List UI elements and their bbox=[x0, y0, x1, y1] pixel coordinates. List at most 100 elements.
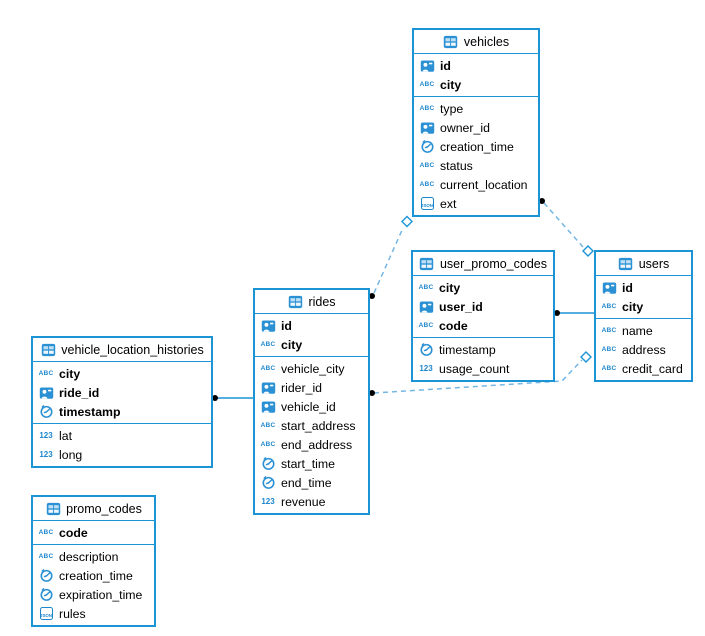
column-upc-timestamp[interactable]: timestamp bbox=[413, 340, 553, 359]
column-users-id[interactable]: id bbox=[596, 278, 691, 297]
table-vehicles-header[interactable]: vehicles bbox=[414, 30, 538, 54]
column-rides-city[interactable]: ABC city bbox=[255, 335, 368, 354]
column-vehicles-city[interactable]: ABC city bbox=[414, 75, 538, 94]
relationship-vehicle-location-histories-rides[interactable] bbox=[212, 395, 253, 401]
person-id-icon bbox=[260, 380, 276, 395]
json-type-icon: JSON bbox=[39, 607, 53, 620]
column-pc-creation-time[interactable]: creation_time bbox=[33, 566, 154, 585]
column-rides-end-time[interactable]: end_time bbox=[255, 473, 368, 492]
column-users-city[interactable]: ABC city bbox=[596, 297, 691, 316]
primary-key-section: id ABC city bbox=[596, 276, 691, 318]
table-title: promo_codes bbox=[66, 501, 142, 516]
relationship-line bbox=[373, 227, 404, 294]
column-name: owner_id bbox=[440, 120, 490, 135]
table-icon bbox=[443, 34, 459, 49]
column-name: city bbox=[622, 299, 644, 314]
column-name: long bbox=[59, 447, 83, 462]
column-name: name bbox=[622, 323, 653, 338]
column-rides-id[interactable]: id bbox=[255, 316, 368, 335]
text-type-icon: ABC bbox=[260, 441, 276, 448]
relationship-vehicles-users[interactable] bbox=[539, 198, 594, 257]
table-user-promo-codes-header[interactable]: user_promo_codes bbox=[413, 252, 553, 276]
json-type-icon: JSON bbox=[420, 197, 434, 210]
column-name: id bbox=[281, 318, 292, 333]
column-name: timestamp bbox=[439, 342, 496, 357]
column-rides-end-address[interactable]: ABC end_address bbox=[255, 435, 368, 454]
person-id-icon bbox=[260, 399, 276, 414]
column-pc-expiration-time[interactable]: expiration_time bbox=[33, 585, 154, 604]
text-type-icon: ABC bbox=[418, 322, 434, 329]
person-id-icon bbox=[38, 385, 54, 400]
text-type-icon: ABC bbox=[601, 303, 617, 310]
table-rides-header[interactable]: rides bbox=[255, 290, 368, 314]
column-name: code bbox=[59, 525, 88, 540]
table-vehicle-location-histories-header[interactable]: vehicle_location_histories bbox=[33, 338, 211, 362]
column-upc-code[interactable]: ABC code bbox=[413, 316, 553, 335]
column-name: usage_count bbox=[439, 361, 510, 376]
primary-key-section: id ABC city bbox=[414, 54, 538, 96]
column-name: city bbox=[439, 280, 461, 295]
column-rides-rider-id[interactable]: rider_id bbox=[255, 378, 368, 397]
text-type-icon: ABC bbox=[260, 341, 276, 348]
column-name: city bbox=[440, 77, 462, 92]
column-users-name[interactable]: ABC name bbox=[596, 321, 691, 340]
column-name: end_address bbox=[281, 437, 353, 452]
table-icon bbox=[419, 256, 435, 271]
column-name: lat bbox=[59, 428, 72, 443]
column-name: type bbox=[440, 101, 464, 116]
table-users-header[interactable]: users bbox=[596, 252, 691, 276]
column-vehicles-id[interactable]: id bbox=[414, 56, 538, 75]
relationship-rides-vehicles[interactable] bbox=[369, 215, 413, 300]
column-vlh-timestamp[interactable]: timestamp bbox=[33, 402, 211, 421]
text-type-icon: ABC bbox=[601, 346, 617, 353]
datetime-icon bbox=[38, 587, 54, 602]
column-name: start_address bbox=[281, 418, 356, 433]
person-id-icon bbox=[418, 299, 434, 314]
text-type-icon: ABC bbox=[419, 81, 435, 88]
column-name: ride_id bbox=[59, 385, 100, 400]
column-name: code bbox=[439, 318, 468, 333]
column-vehicles-owner-id[interactable]: owner_id bbox=[414, 118, 538, 137]
text-type-icon: ABC bbox=[601, 327, 617, 334]
column-rides-start-time[interactable]: start_time bbox=[255, 454, 368, 473]
person-id-icon bbox=[601, 280, 617, 295]
text-type-icon: ABC bbox=[419, 162, 435, 169]
column-name: city bbox=[281, 337, 303, 352]
person-id-icon bbox=[419, 58, 435, 73]
column-name: rider_id bbox=[281, 380, 323, 395]
table-promo-codes-header[interactable]: promo_codes bbox=[33, 497, 154, 521]
column-vehicles-creation-time[interactable]: creation_time bbox=[414, 137, 538, 156]
relationship-user-promo-codes-users[interactable] bbox=[554, 310, 594, 316]
column-vlh-ride-id[interactable]: ride_id bbox=[33, 383, 211, 402]
column-upc-user-id[interactable]: user_id bbox=[413, 297, 553, 316]
column-name: description bbox=[59, 549, 119, 564]
column-rides-vehicle-id[interactable]: vehicle_id bbox=[255, 397, 368, 416]
column-name: creation_time bbox=[440, 139, 514, 154]
